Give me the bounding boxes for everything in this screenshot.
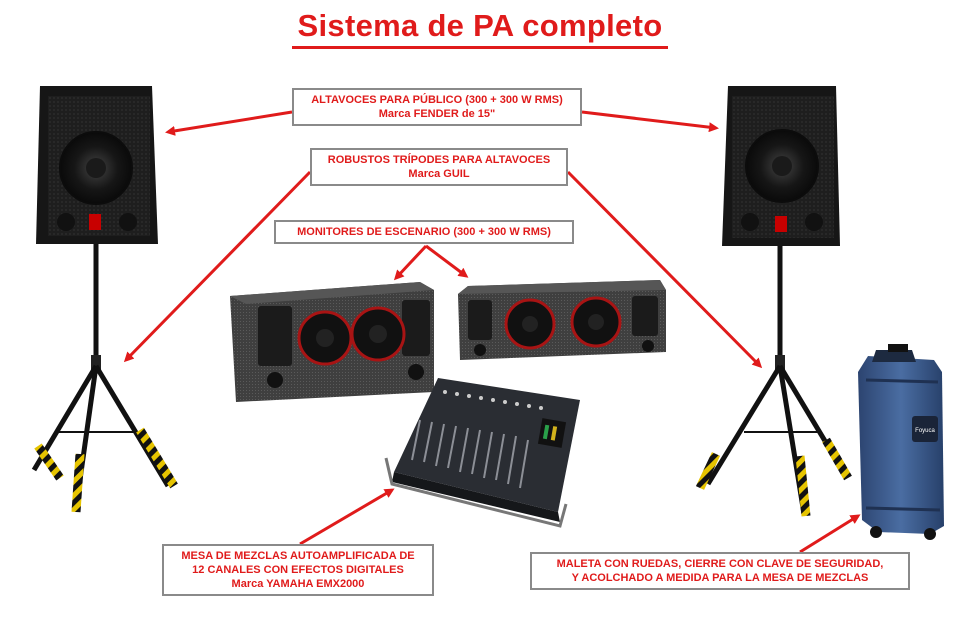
label-speakers: ALTAVOCES PARA PÚBLICO (300 + 300 W RMS)… [292, 88, 582, 126]
label-mixer-line2: 12 CANALES CON EFECTOS DIGITALES [192, 564, 404, 576]
arrow-to-monitor-left [393, 244, 428, 281]
arrow-to-left-tripod [123, 170, 312, 363]
label-case-line2: Y ACOLCHADO A MEDIDA PARA LA MESA DE MEZ… [571, 572, 869, 584]
mixer-case: Foyuca [858, 344, 944, 540]
label-case-line1: MALETA CON RUEDAS, CIERRE CON CLAVE DE S… [556, 558, 884, 570]
arrow-to-case [799, 514, 861, 554]
label-tripods-line2: Marca GUIL [408, 168, 470, 180]
arrow-to-right-speaker [581, 110, 719, 133]
label-case: MALETA CON RUEDAS, CIERRE CON CLAVE DE S… [530, 552, 910, 590]
mixer-console [384, 378, 580, 528]
callout-arrows [123, 110, 861, 554]
arrow-to-left-speaker [165, 110, 293, 136]
label-tripods-line1: ROBUSTOS TRÍPODES PARA ALTAVOCES [327, 154, 551, 166]
stage-monitor-left [230, 282, 434, 402]
label-speakers-line2: Marca FENDER de 15" [378, 108, 496, 120]
label-mixer-line1: MESA DE MEZCLAS AUTOAMPLIFICADA DE [181, 550, 415, 562]
stage-monitor-right [458, 280, 666, 360]
label-monitors-line1: MONITORES DE ESCENARIO (300 + 300 W RMS) [297, 226, 551, 238]
arrow-to-right-tripod [566, 170, 763, 369]
right-tripod [695, 244, 852, 517]
right-speaker [722, 86, 840, 246]
label-mixer-line3: Marca YAMAHA EMX2000 [231, 578, 365, 590]
arrow-to-monitor-right [425, 244, 469, 278]
label-speakers-line1: ALTAVOCES PARA PÚBLICO (300 + 300 W RMS) [311, 94, 563, 106]
label-monitors: MONITORES DE ESCENARIO (300 + 300 W RMS) [274, 220, 574, 244]
page-title: Sistema de PA completo [0, 8, 960, 49]
arrow-to-mixer [299, 488, 395, 546]
label-mixer: MESA DE MEZCLAS AUTOAMPLIFICADA DE 12 CA… [162, 544, 434, 596]
left-speaker [36, 86, 158, 244]
title-text: Sistema de PA completo [291, 8, 669, 49]
case-badge: Foyuca [915, 428, 935, 434]
left-tripod [31, 240, 178, 513]
label-tripods: ROBUSTOS TRÍPODES PARA ALTAVOCES Marca G… [310, 148, 568, 186]
